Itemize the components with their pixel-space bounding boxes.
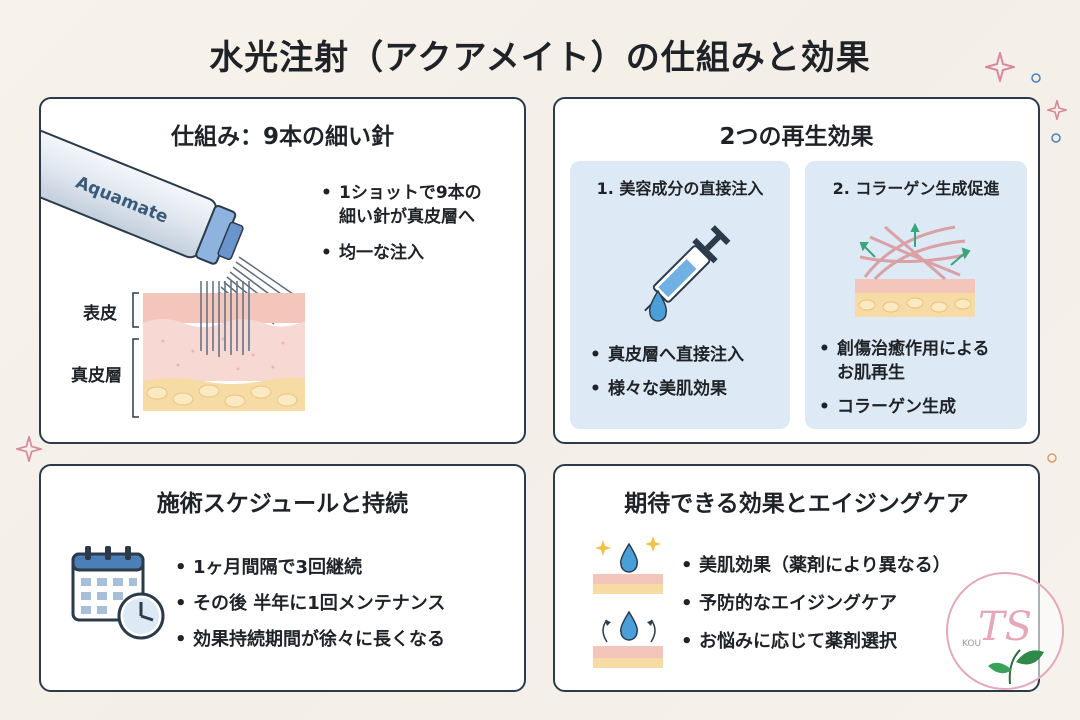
list-item: 1ヶ月間隔で3回継続 <box>173 556 523 580</box>
schedule-bullets: 1ヶ月間隔で3回継続 その後 半年に1回メンテナンス 効果持続期間が徐々に長くな… <box>173 556 523 662</box>
circle-icon <box>1031 73 1041 83</box>
direct-injection-box: 1. 美容成分の直接注入 真皮層へ直接注入 様々な美肌効果 <box>570 161 790 429</box>
bullet-text-line: 1ショットで9本の <box>339 183 482 203</box>
schedule-title: 施術スケジュールと持続 <box>156 491 409 517</box>
skin-drop-arrows-icon <box>593 610 663 668</box>
list-item: コラーゲン生成 <box>817 395 1027 419</box>
sparkle-icon <box>1047 100 1067 120</box>
skin-sparkle-icon <box>593 536 663 594</box>
logo-text: KOU <box>962 639 981 649</box>
mechanism-title: 仕組み：9本の細い針 <box>170 124 394 150</box>
epidermis-label: 表皮 <box>83 304 117 324</box>
list-item: 均一な注入 <box>319 241 519 265</box>
skin-cross-section <box>143 281 305 411</box>
mechanism-bullets: 1ショットで9本の 細い針が真皮層へ 均一な注入 <box>319 181 519 275</box>
sparkle-icon <box>16 436 42 462</box>
sparkle-icon <box>985 52 1015 82</box>
collagen-title: 2. コラーゲン生成促進 <box>832 179 1000 198</box>
circle-icon <box>1051 133 1061 143</box>
list-item: 予防的なエイジングケア <box>679 592 1029 616</box>
expected-title: 期待できる効果とエイジングケア <box>624 491 969 517</box>
collagen-box: 2. コラーゲン生成促進 創傷 <box>805 161 1027 429</box>
circle-icon <box>1047 453 1057 463</box>
expected-bullets: 美肌効果（薬剤により異なる） 予防的なエイジングケア お悩みに応じて薬剤選択 <box>679 554 1029 664</box>
regeneration-panel: 2つの再生効果 1. 美容成分の直接注入 真皮層へ直接注入 様々な美肌効果 2.… <box>553 97 1040 444</box>
water-drop-icon <box>648 289 668 322</box>
list-item: 効果持続期間が徐々に長くなる <box>173 628 523 652</box>
regeneration-title: 2つの再生効果 <box>719 124 874 150</box>
calendar-clock-icon <box>71 546 165 640</box>
logo-monogram: TS <box>978 604 1032 650</box>
list-item: 1ショットで9本の 細い針が真皮層へ <box>319 181 519 229</box>
list-item: 創傷治癒作用による お肌再生 <box>817 337 1027 385</box>
list-item: 真皮層へ直接注入 <box>588 343 788 367</box>
bullet-text-line: 細い針が真皮層へ <box>339 207 475 227</box>
list-item: 美肌効果（薬剤により異なる） <box>679 554 1029 578</box>
collagen-bullets: 創傷治癒作用による お肌再生 コラーゲン生成 <box>817 337 1027 429</box>
mechanism-panel: 仕組み：9本の細い針 Aquamate <box>39 97 526 444</box>
list-item: その後 半年に1回メンテナンス <box>173 592 523 616</box>
collagen-fiber-illustration <box>855 222 975 317</box>
bracket-lines <box>132 292 139 418</box>
direct-injection-bullets: 真皮層へ直接注入 様々な美肌効果 <box>588 343 788 411</box>
syringe-icon <box>644 225 731 312</box>
direct-injection-title: 1. 美容成分の直接注入 <box>596 179 764 198</box>
bullet-text-line: お肌再生 <box>837 363 905 383</box>
dermis-label: 真皮層 <box>71 366 122 386</box>
brand-logo: TS KOU <box>946 572 1064 690</box>
list-item: お悩みに応じて薬剤選択 <box>679 630 1029 654</box>
bullet-text-line: 創傷治癒作用による <box>837 339 990 359</box>
schedule-panel: 施術スケジュールと持続 1ヶ月間隔で3回継続 その後 半年に1回メンテナンス 効… <box>39 464 526 692</box>
page-title: 水光注射（アクアメイト）の仕組みと効果 <box>209 38 871 78</box>
list-item: 様々な美肌効果 <box>588 377 788 401</box>
